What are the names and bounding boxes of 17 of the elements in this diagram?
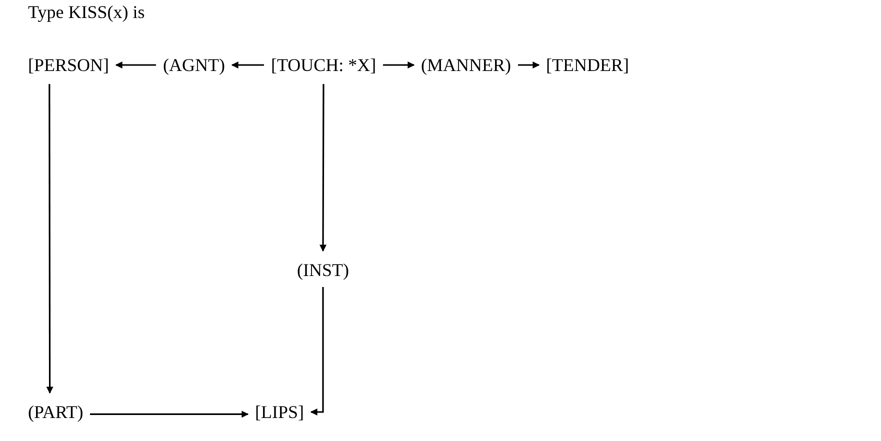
arrow <box>46 84 54 394</box>
concept-label: (PART) <box>27 401 84 423</box>
arrow <box>90 410 249 418</box>
arrow <box>310 287 324 416</box>
arrow <box>518 62 540 68</box>
arrow <box>231 62 264 68</box>
concept-label: [TOUCH: *X] <box>270 54 378 76</box>
concept-label: [TENDER] <box>545 54 630 76</box>
arrow <box>320 84 327 252</box>
concept-label: (INST) <box>296 259 350 281</box>
concept-label: [LIPS] <box>254 401 305 423</box>
concept-label: (MANNER) <box>420 54 512 76</box>
concept-label: [PERSON] <box>27 54 110 76</box>
arrow <box>383 62 415 68</box>
title: Type KISS(x) is <box>28 2 145 23</box>
arrow <box>115 62 156 68</box>
concept-label: (AGNT) <box>162 54 226 76</box>
